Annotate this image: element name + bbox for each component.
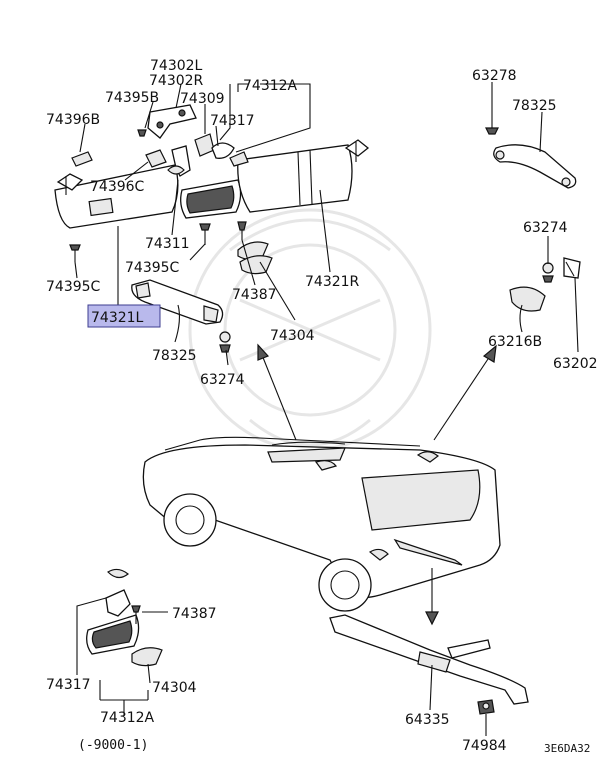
coat-hook-63216B	[509, 286, 546, 312]
sun-visor-left[interactable]	[54, 164, 179, 229]
visor-holder-74396B	[71, 151, 93, 167]
label-74396C: 74396C	[90, 179, 145, 195]
label-74304-top: 74304	[270, 328, 315, 344]
label-74317-top: 74317	[210, 113, 255, 129]
mount-74311	[167, 145, 191, 177]
visor-holder-right	[229, 151, 249, 167]
sun-visor-right[interactable]	[237, 144, 353, 213]
screw-63278	[485, 110, 499, 135]
label-63202: 63202	[553, 356, 598, 372]
clip-74309	[194, 133, 215, 157]
holder-74396C	[145, 149, 167, 168]
bolt-74395B	[137, 129, 147, 137]
visor-clip-left	[56, 173, 84, 195]
label-74395C-left: 74395C	[46, 279, 101, 295]
label-74311: 74311	[145, 236, 190, 252]
leader-lines	[74, 82, 579, 736]
screw-63274-right	[542, 262, 554, 283]
label-63216B: 63216B	[488, 334, 542, 350]
car-body	[142, 436, 501, 612]
bolt-74984	[477, 699, 495, 715]
label-74387-top: 74387	[232, 287, 277, 303]
screw-near-74387	[237, 221, 247, 240]
cover-74304-bottom	[131, 647, 163, 667]
screw-74395C	[69, 244, 81, 262]
label-74387-bottom: 74387	[172, 606, 217, 622]
label-78325-left: 78325	[152, 348, 197, 364]
label-74984: 74984	[462, 738, 507, 754]
part-labels: 74302L 74302R 74312A 74395B 74309 74396B…	[46, 58, 598, 755]
label-74321R: 74321R	[305, 274, 360, 290]
assist-grip-left[interactable]	[131, 279, 224, 325]
screw-63274-left	[219, 331, 231, 353]
figure-code: 3E6DA32	[544, 742, 590, 755]
visor-clip-right	[344, 139, 370, 162]
assist-grip-right[interactable]	[493, 144, 577, 189]
assist-strap-64335[interactable]	[329, 614, 529, 705]
mirror-arm-bottom	[105, 568, 131, 617]
label-74317-bottom: 74317	[46, 677, 91, 693]
label-74302L: 74302L	[150, 58, 203, 74]
direction-arrows	[257, 343, 497, 626]
screw-74395C-center	[199, 223, 211, 245]
label-63274-right: 63274	[523, 220, 568, 236]
label-74309: 74309	[180, 91, 225, 107]
hook-base-63202	[563, 257, 581, 279]
label-78325-right: 78325	[512, 98, 557, 114]
label-74304-bottom: 74304	[152, 680, 197, 696]
label-74312A-top: 74312A	[243, 78, 298, 94]
screw-74387-bottom	[131, 605, 141, 624]
label-74395B: 74395B	[105, 90, 159, 106]
label-74312A-bottom: 74312A	[100, 710, 155, 726]
label-64335: 64335	[405, 712, 450, 728]
label-63274-left: 63274	[200, 372, 245, 388]
label-74395C-center: 74395C	[125, 260, 180, 276]
rear-view-mirror-top[interactable]	[180, 179, 242, 219]
label-74396B: 74396B	[46, 112, 100, 128]
highlight-74321L	[87, 304, 161, 328]
label-63278: 63278	[472, 68, 517, 84]
mirror-bracket-74302	[147, 104, 197, 139]
label-74321L: 74321L	[91, 310, 144, 326]
applicability-note: (-9000-1)	[78, 738, 148, 753]
cover-74317-top	[211, 142, 235, 159]
label-74302R: 74302R	[149, 73, 204, 89]
rear-view-mirror-bottom[interactable]	[86, 614, 140, 655]
